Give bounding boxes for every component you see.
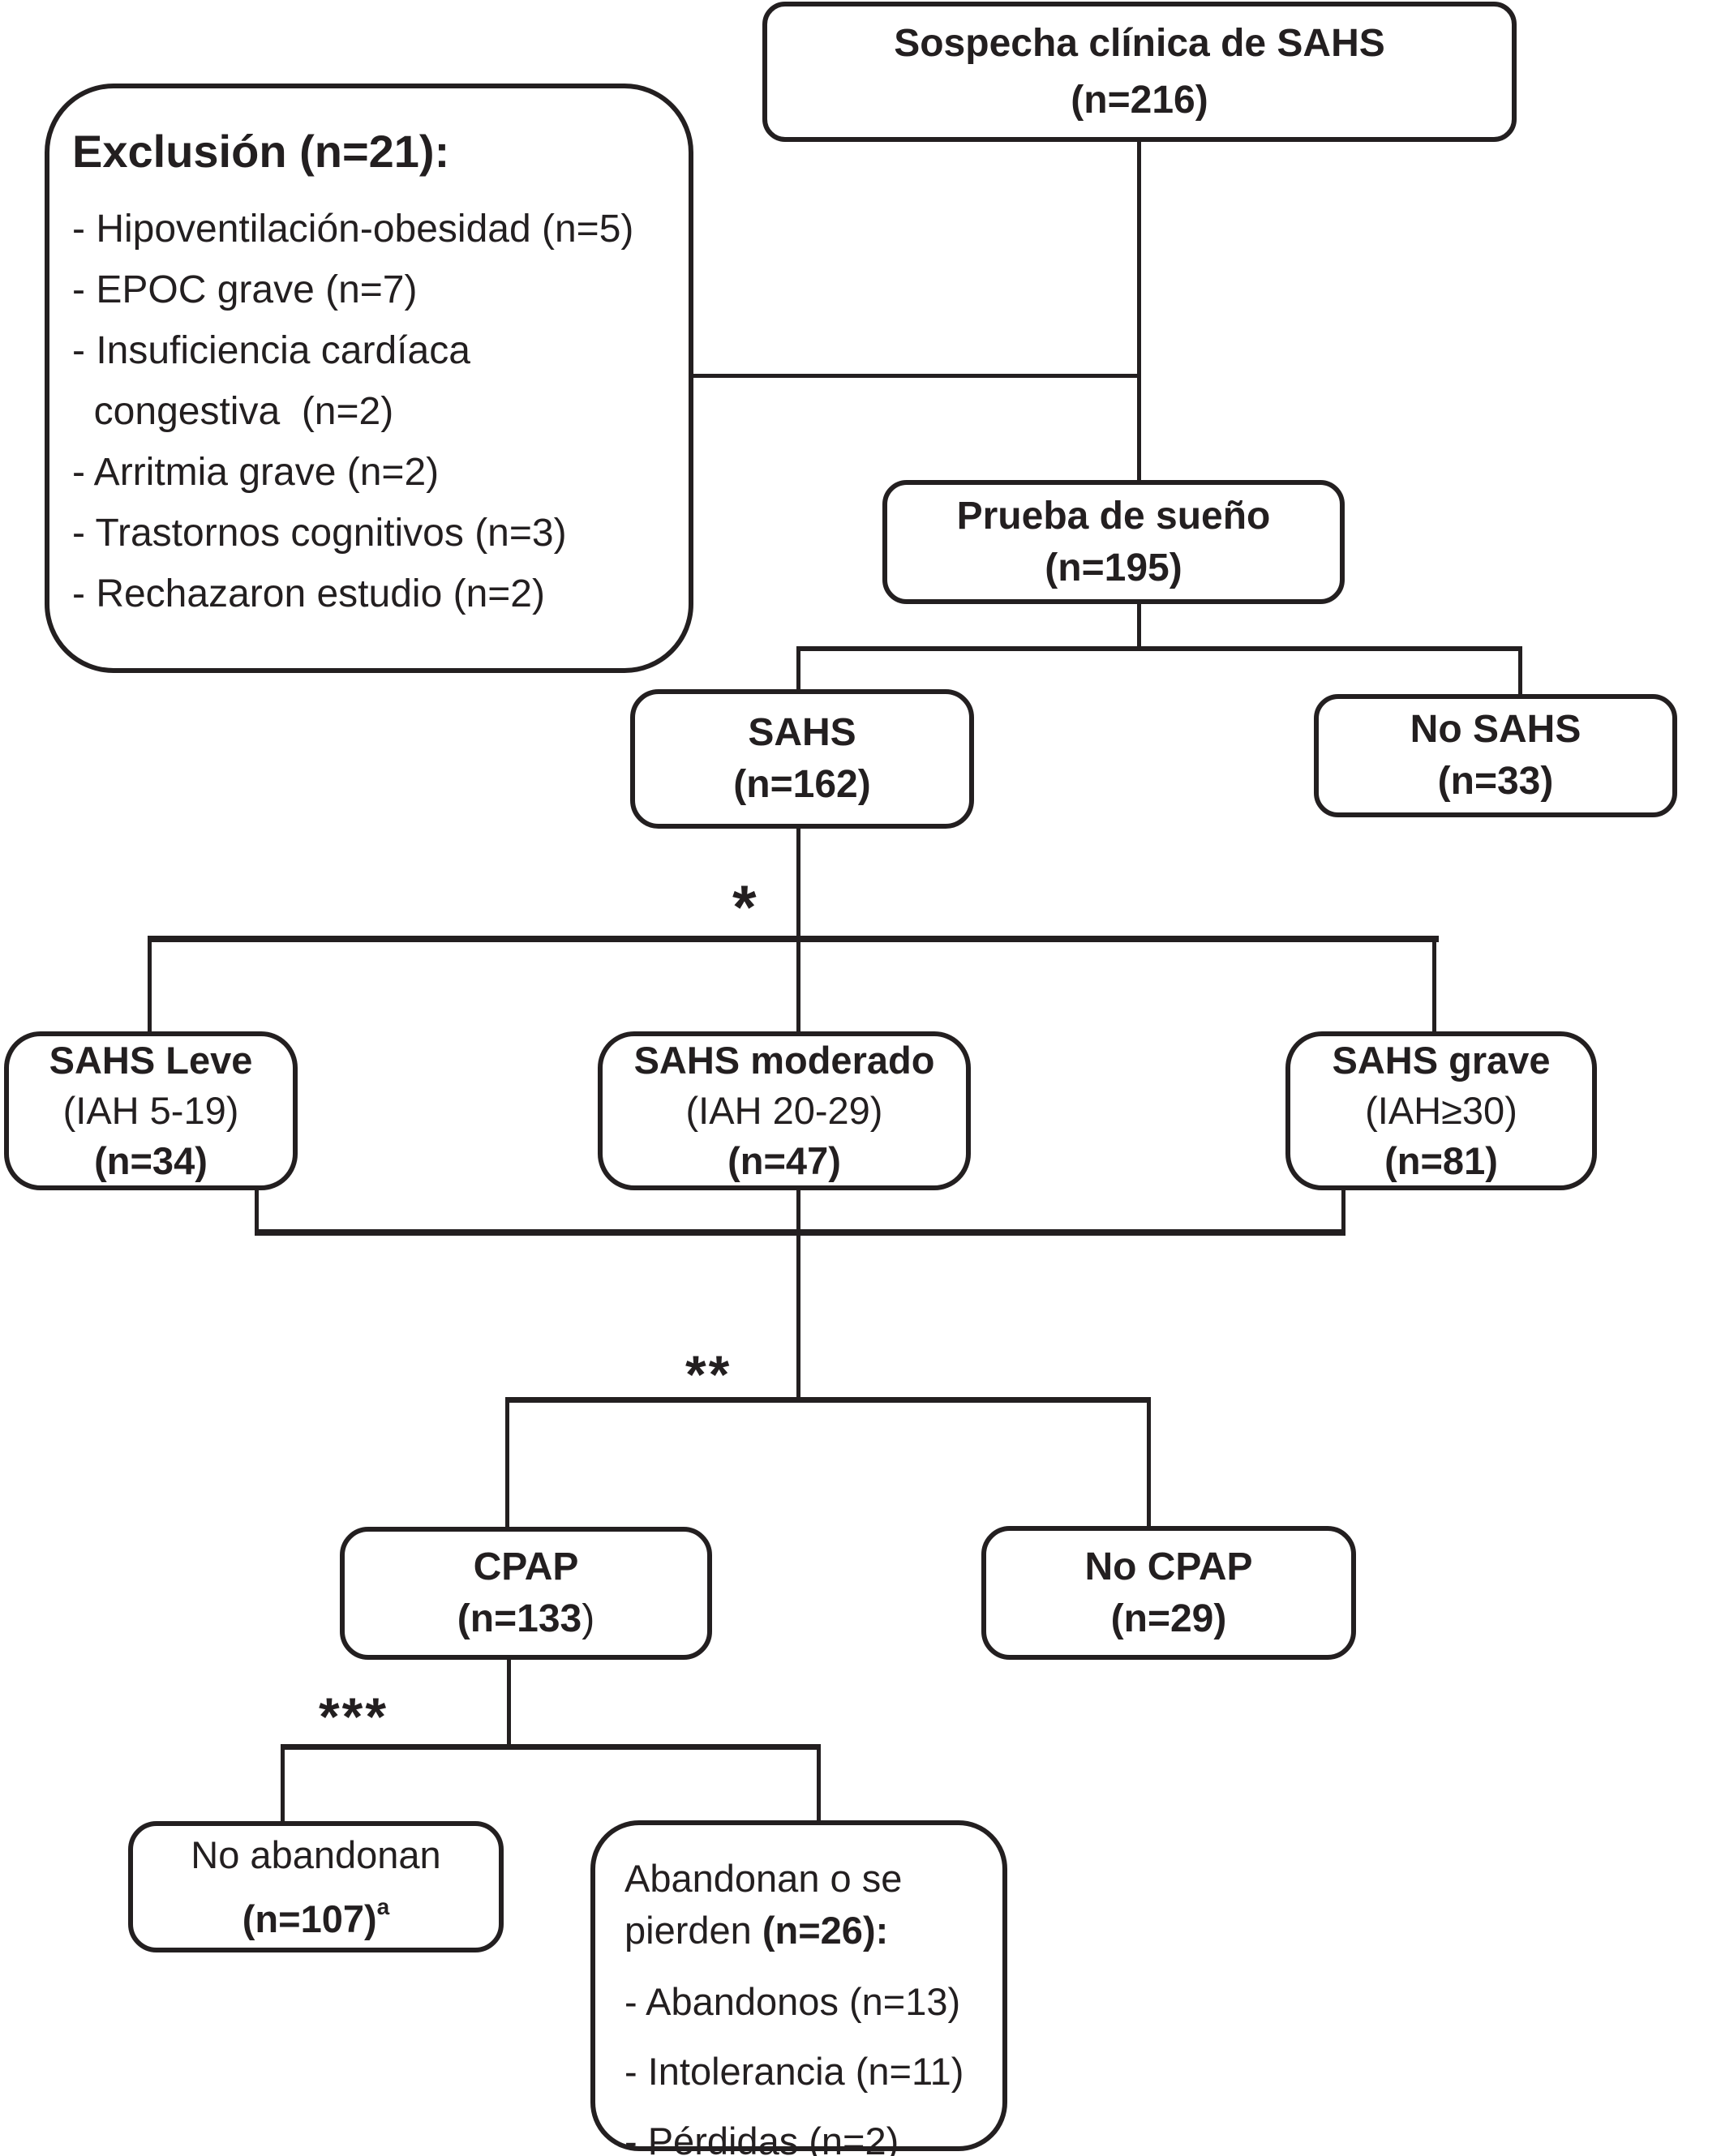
box-exclusion: Exclusión (n=21): - Hipoventilación-obes… xyxy=(45,84,693,673)
connector-abandon-split xyxy=(281,1744,821,1750)
exclusion-item: - Hipoventilación-obesidad (n=5) xyxy=(72,208,634,251)
box-iah-range: (IAH 20-29) xyxy=(685,1089,883,1132)
exclusion-title: Exclusión (n=21): xyxy=(72,126,450,177)
exclusion-item: - Arritmia grave (n=2) xyxy=(72,451,440,494)
box-count: (n=34) xyxy=(94,1139,208,1182)
box-title: SAHS grave xyxy=(1332,1039,1551,1082)
connector-to-noabandonan xyxy=(281,1747,285,1824)
asterisk-note-3: *** xyxy=(319,1687,389,1747)
connector-exclusion-branch xyxy=(693,374,1139,378)
box-title: SAHS moderado xyxy=(633,1039,935,1082)
box-title: Prueba de sueño xyxy=(956,494,1271,538)
box-count: (n=216) xyxy=(1071,78,1208,122)
connector-to-moderado xyxy=(796,939,800,1035)
connector-leve-down xyxy=(255,1189,259,1234)
connector-to-leve xyxy=(148,939,152,1035)
connector-to-sahs xyxy=(796,649,800,692)
connector-to-abandonan xyxy=(817,1747,821,1824)
box-sahs-leve: SAHS Leve (IAH 5-19) (n=34) xyxy=(4,1031,298,1190)
connector-sospecha-to-prueba xyxy=(1137,142,1141,482)
footnote-marker-a: a xyxy=(376,1893,390,1919)
exclusion-item: - Rechazaron estudio (n=2) xyxy=(72,572,545,615)
connector-sahs-down xyxy=(796,827,800,939)
box-title: SAHS xyxy=(748,711,856,754)
asterisk-note-2: ** xyxy=(685,1344,732,1404)
connector-severity-split xyxy=(148,936,1439,942)
box-title-line2: pierden (n=26): xyxy=(624,1905,888,1957)
box-count: (n=29) xyxy=(1110,1597,1227,1640)
box-sahs-grave: SAHS grave (IAH≥30) (n=81) xyxy=(1285,1031,1597,1190)
box-title: Sospecha clínica de SAHS xyxy=(894,21,1385,65)
box-title: No abandonan xyxy=(191,1832,441,1876)
exclusion-item: congestiva (n=2) xyxy=(72,390,394,433)
box-count: (n=195) xyxy=(1045,546,1182,589)
box-cpap: CPAP (n=133) xyxy=(340,1527,712,1660)
abandon-item: - Abandonos (n=13) xyxy=(624,1980,961,2023)
connector-split-sahs-nosahs xyxy=(796,646,1522,651)
exclusion-item: - EPOC grave (n=7) xyxy=(72,268,418,311)
title-prefix: pierden xyxy=(624,1909,762,1952)
box-title: No SAHS xyxy=(1410,708,1582,751)
box-sospecha-clinica: Sospecha clínica de SAHS (n=216) xyxy=(762,2,1517,142)
connector-merge-down xyxy=(796,1189,800,1402)
count-value: (n=107) xyxy=(242,1897,377,1940)
box-title-line1: Abandonan o se xyxy=(624,1857,903,1900)
box-title: CPAP xyxy=(473,1545,579,1588)
count-paren: ) xyxy=(582,1597,595,1640)
box-prueba-de-sueno: Prueba de sueño (n=195) xyxy=(882,480,1345,604)
box-iah-range: (IAH≥30) xyxy=(1365,1089,1517,1132)
connector-to-nocpap xyxy=(1147,1400,1151,1529)
connector-to-grave xyxy=(1432,939,1436,1035)
box-title: No CPAP xyxy=(1084,1545,1253,1588)
connector-grave-down xyxy=(1341,1189,1345,1234)
connector-cpap-down xyxy=(507,1658,511,1747)
exclusion-item: - Trastornos cognitivos (n=3) xyxy=(72,512,567,555)
exclusion-item: - Insuficiencia cardíaca xyxy=(72,329,470,372)
abandon-item: - Intolerancia (n=11) xyxy=(624,2050,964,2093)
box-title: SAHS Leve xyxy=(49,1039,253,1082)
connector-to-nosahs xyxy=(1518,649,1522,697)
box-iah-range: (IAH 5-19) xyxy=(62,1089,239,1132)
box-count: (n=33) xyxy=(1437,760,1554,803)
abandon-item: - Pérdidas (n=2) xyxy=(624,2120,899,2156)
count-value: (n=26): xyxy=(762,1909,889,1952)
box-count: (n=133) xyxy=(457,1593,594,1645)
box-count: (n=162) xyxy=(733,763,871,806)
box-count: (n=81) xyxy=(1384,1139,1498,1182)
box-sahs-moderado: SAHS moderado (IAH 20-29) (n=47) xyxy=(598,1031,971,1190)
connector-prueba-down xyxy=(1137,604,1141,651)
box-sahs: SAHS (n=162) xyxy=(630,689,974,829)
box-no-sahs: No SAHS (n=33) xyxy=(1314,694,1677,817)
connector-split-cpap-nocpap xyxy=(505,1397,1151,1403)
box-count: (n=107)a xyxy=(242,1881,389,1945)
box-no-cpap: No CPAP (n=29) xyxy=(981,1526,1356,1660)
asterisk-note-1: * xyxy=(732,873,759,942)
box-count: (n=47) xyxy=(727,1139,841,1182)
box-abandonan: Abandonan o se pierden (n=26): - Abandon… xyxy=(590,1820,1007,2156)
count-value: (n=133 xyxy=(457,1597,582,1640)
box-no-abandonan: No abandonan (n=107)a xyxy=(128,1821,504,1952)
connector-to-cpap xyxy=(505,1400,509,1530)
